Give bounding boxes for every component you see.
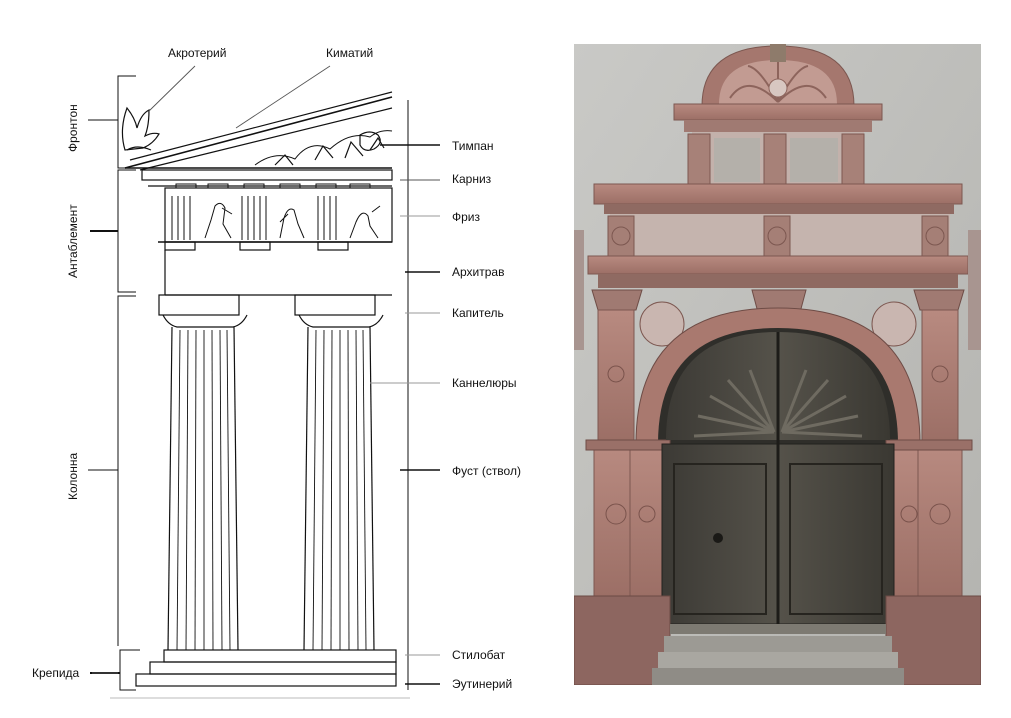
label-fust: Фуст (ствол) xyxy=(452,464,521,478)
label-kapitel: Капитель xyxy=(452,306,504,320)
label-kolonna: Колонна xyxy=(66,452,80,500)
order-drawing xyxy=(88,65,440,699)
portal-photo xyxy=(573,44,982,686)
left-column-drawing xyxy=(158,294,248,651)
label-kannelyury: Каннелюры xyxy=(452,376,517,390)
label-stilobat: Стилобат xyxy=(452,648,506,662)
label-akroterij: Акротерий xyxy=(168,46,227,60)
crepidoma-drawing xyxy=(135,649,397,687)
portal-illustration xyxy=(573,44,982,686)
label-kimatij: Киматий xyxy=(326,46,374,60)
door-fan-carvings xyxy=(693,369,863,438)
label-antablement: Антаблемент xyxy=(66,204,80,278)
leader-lines xyxy=(92,65,440,685)
lunette xyxy=(701,44,855,107)
frieze-drawing xyxy=(158,187,393,251)
label-karniz: Карниз xyxy=(452,172,492,186)
label-fronton: Фронтон xyxy=(66,104,80,152)
classical-order-diagram: Акротерий Киматий Тимпан Карниз Фриз Арх… xyxy=(32,46,521,699)
right-column-drawing xyxy=(294,294,384,651)
architrave-drawing xyxy=(164,250,392,296)
label-krepida: Крепида xyxy=(32,666,80,680)
label-timpan: Тимпан xyxy=(452,139,494,153)
pediment-drawing xyxy=(124,91,393,171)
section-brackets xyxy=(88,75,410,699)
label-friz: Фриз xyxy=(452,210,481,224)
label-eutinerij: Эутинерий xyxy=(452,677,513,691)
acroterion-drawing xyxy=(121,106,160,151)
cornice-drawing xyxy=(141,169,393,189)
label-arhitrav: Архитрав xyxy=(452,265,505,279)
